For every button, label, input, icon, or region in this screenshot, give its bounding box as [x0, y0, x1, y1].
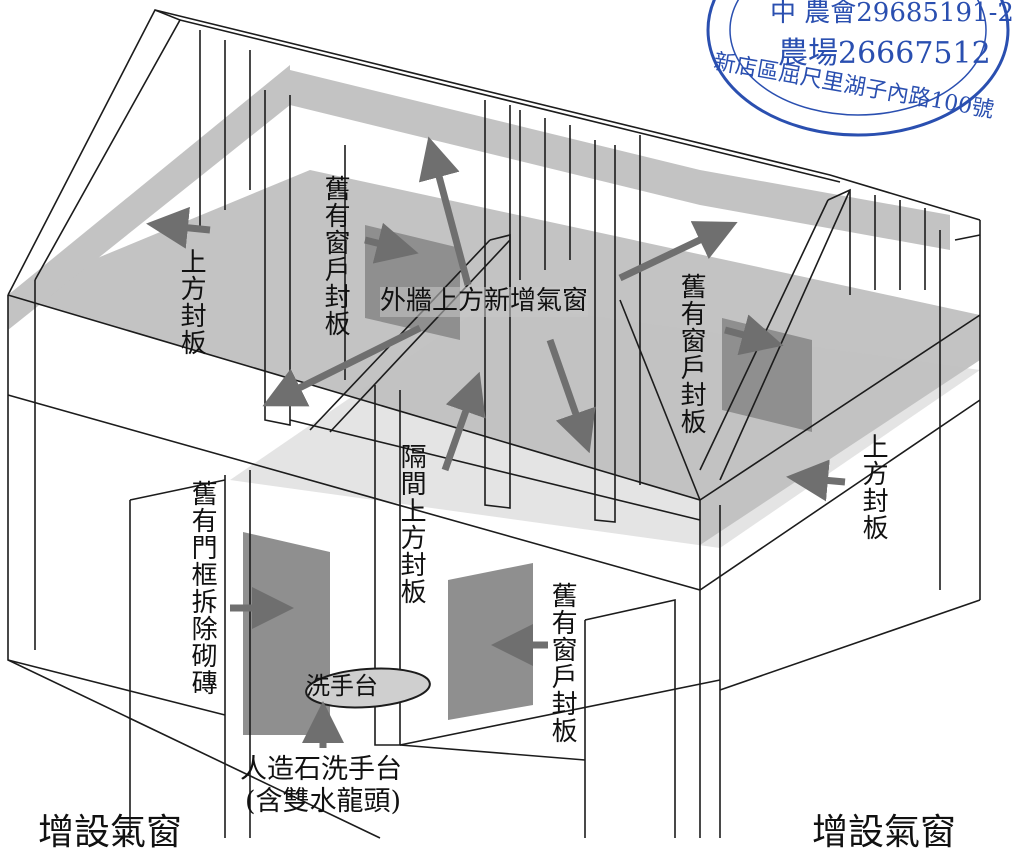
label-top-cover-left: 上方封板 — [176, 248, 207, 356]
arrow-old-window-left — [364, 222, 419, 264]
label-sink-small: 洗手台 — [306, 672, 378, 700]
floor-plan-diagram: 中 農會29685191-2 農場26667512 新店區屈尺里湖子內路100號… — [7, 0, 1014, 853]
label-sink-caption-2: (含雙水龍頭) — [245, 786, 402, 817]
stamp-seal — [706, 0, 1010, 137]
arrow-vent-right — [618, 221, 738, 282]
label-old-window-center: 舊有窗戶封板 — [547, 582, 578, 744]
label-bottom-left: 增設氣窗 — [38, 812, 183, 853]
label-top-cover-right: 上方封板 — [858, 433, 889, 541]
label-partition-cover: 隔間上方封板 — [396, 443, 427, 605]
arrow-top-cover-right — [786, 459, 846, 502]
arrow-vent-up — [418, 136, 472, 286]
roof-left-gable-panel — [290, 70, 950, 250]
label-new-vent: 外牆上方新增氣窗 — [380, 286, 589, 317]
label-old-window-right: 舊有窗戶封板 — [676, 273, 707, 435]
right-wall-top-panel — [700, 315, 980, 545]
house-isometric-drawing — [7, 0, 1010, 839]
arrow-vent-down-center — [546, 338, 596, 454]
label-sink-caption-1: 人造石洗手台 — [240, 754, 402, 785]
upper-band-panel — [8, 170, 980, 500]
arrow-vent-down-left — [262, 324, 422, 407]
arrow-top-cover-left — [146, 206, 211, 249]
stamp-line-2: 農場26667512 — [778, 36, 991, 71]
label-bottom-right: 增設氣窗 — [812, 812, 957, 853]
arrows — [146, 136, 846, 748]
arrow-partition-up — [441, 371, 486, 472]
label-old-door: 舊有門框拆除砌磚 — [187, 480, 218, 696]
sink-oval — [305, 667, 431, 709]
upper-left-wall-panel — [8, 65, 290, 330]
stamp-line-1: 中 農會29685191-2 — [770, 0, 1014, 28]
old-door-patch — [243, 532, 330, 735]
old-window-patch-center — [448, 563, 533, 720]
arrow-old-window-right — [724, 314, 784, 356]
label-old-window-left: 舊有窗戶封板 — [320, 175, 351, 337]
